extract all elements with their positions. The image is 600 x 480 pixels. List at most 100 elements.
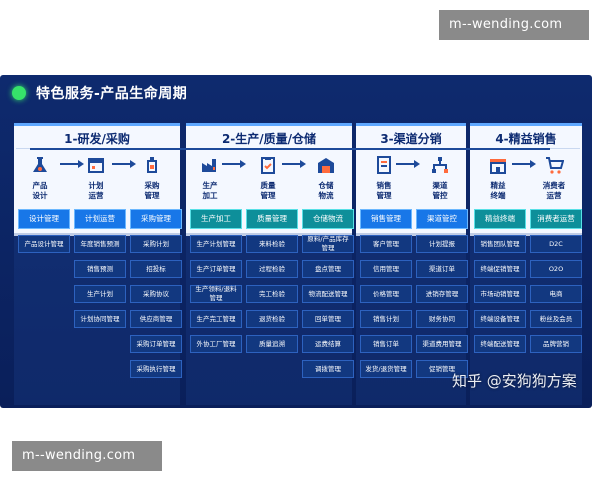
column-item: 销售订单 — [360, 335, 412, 353]
column-item: 终端促销管理 — [474, 260, 526, 278]
zhihu-watermark: 知乎 @安狗狗方案 — [452, 372, 577, 390]
stage-title-3: 3-渠道分销 — [380, 132, 442, 146]
column-plan: 计划运营 年度销售预测 销售预测 生产计划 计划协同管理 — [74, 209, 126, 335]
column-head: 质量管理 — [246, 209, 298, 229]
column-sales: 销售管理 客户管理 信用管理 价格管理 销售计划 销售订单 发货/退货管理 — [360, 209, 412, 385]
step-label: 精益终端 — [490, 181, 506, 200]
warehouse-icon — [318, 158, 334, 173]
status-dot-icon — [12, 86, 26, 100]
column-item: 产品设计管理 — [18, 235, 70, 253]
calendar-icon — [88, 158, 104, 173]
column-item: 销售预测 — [74, 260, 126, 278]
panel-title: 特色服务-产品生命周期 — [36, 86, 188, 102]
column-head: 采购管理 — [130, 209, 182, 229]
column-item: 供应商管理 — [130, 310, 182, 328]
column-item: 电商 — [530, 285, 582, 303]
bottle-icon — [147, 157, 157, 173]
column-design: 设计管理 产品设计管理 — [18, 209, 70, 260]
step-label: 渠道管控 — [432, 181, 448, 200]
column-item: 采购执行管理 — [130, 360, 182, 378]
column-item: 原料/产品库存管理 — [302, 235, 354, 253]
column-channel: 渠道管控 计划提报 渠道订单 进销存管理 财务协同 渠道费用管理 促销管理 — [416, 209, 468, 385]
column-purchase: 采购管理 采购计划 招投标 采购协议 供应商管理 采购订单管理 采购执行管理 — [130, 209, 182, 385]
clipboard-icon — [261, 157, 275, 174]
column-item: 生产领料/退料管理 — [190, 285, 242, 303]
flow-arrow — [60, 160, 84, 168]
flow-arrow — [282, 160, 306, 168]
column-head: 计划运营 — [74, 209, 126, 229]
column-head: 渠道管控 — [416, 209, 468, 229]
step-label: 生产加工 — [202, 181, 218, 200]
step-label: 计划运营 — [88, 181, 104, 200]
column-quality: 质量管理 来料检验 过程检验 完工检验 退货检验 质量追溯 — [246, 209, 298, 360]
column-item: 来料检验 — [246, 235, 298, 253]
step-consumer-ops: 消费者运营 — [532, 155, 576, 201]
flow-arrow — [396, 160, 420, 168]
stage-title-1: 1-研发/采购 — [64, 132, 130, 146]
column-item: D2C — [530, 235, 582, 253]
column-item: 物流配送管理 — [302, 285, 354, 303]
column-item: 质量追溯 — [246, 335, 298, 353]
panel-header: 特色服务-产品生命周期 — [12, 83, 187, 103]
column-head: 设计管理 — [18, 209, 70, 229]
column-item: 销售团队管理 — [474, 235, 526, 253]
column-head: 消费者运营 — [530, 209, 582, 229]
column-item: 采购协议 — [130, 285, 182, 303]
column-item: 发货/退货管理 — [360, 360, 412, 378]
step-purchasing: 采购管理 — [130, 155, 174, 201]
column-item: 生产完工管理 — [190, 310, 242, 328]
column-item: O2O — [530, 260, 582, 278]
watermark-top: m--wending.com — [439, 10, 589, 40]
column-consumer: 消费者运营 D2C O2O 电商 粉丝及会员 品牌营销 — [530, 209, 582, 360]
column-head: 生产加工 — [190, 209, 242, 229]
column-item: 进销存管理 — [416, 285, 468, 303]
flask-icon — [33, 157, 47, 172]
step-label: 仓储物流 — [318, 181, 334, 200]
column-item: 计划协同管理 — [74, 310, 126, 328]
stage-title-2: 2-生产/质量/仓储 — [221, 132, 317, 146]
column-head: 销售管理 — [360, 209, 412, 229]
column-item: 完工检验 — [246, 285, 298, 303]
column-item: 销售计划 — [360, 310, 412, 328]
column-item: 生产计划管理 — [190, 235, 242, 253]
step-quality: 质量管理 — [246, 155, 290, 201]
document-icon — [377, 156, 391, 174]
step-production: 生产加工 — [188, 155, 232, 201]
factory-icon — [202, 159, 216, 172]
column-item: 信用管理 — [360, 260, 412, 278]
column-item: 年度销售预测 — [74, 235, 126, 253]
column-production: 生产加工 生产计划管理 生产订单管理 生产领料/退料管理 生产完工管理 外协工厂… — [190, 209, 242, 360]
column-item: 财务协同 — [416, 310, 468, 328]
column-item: 计划提报 — [416, 235, 468, 253]
column-item: 外协工厂管理 — [190, 335, 242, 353]
column-item: 市场动销管理 — [474, 285, 526, 303]
flow-arrow — [222, 160, 246, 168]
column-item: 招投标 — [130, 260, 182, 278]
column-item: 采购订单管理 — [130, 335, 182, 353]
column-item: 渠道订单 — [416, 260, 468, 278]
step-lean-terminal: 精益终端 — [476, 155, 520, 201]
stage-title-4: 4-精益销售 — [495, 132, 557, 146]
column-item: 价格管理 — [360, 285, 412, 303]
step-label: 采购管理 — [144, 181, 160, 200]
column-head: 精益终端 — [474, 209, 526, 229]
column-item: 促销管理 — [416, 360, 468, 378]
store-icon — [490, 159, 506, 174]
cart-icon — [546, 157, 565, 174]
flow-arrow — [112, 160, 136, 168]
step-channel: 渠道管控 — [418, 155, 462, 201]
flow-line — [30, 148, 550, 150]
column-item: 退货检验 — [246, 310, 298, 328]
column-item: 终端配送管理 — [474, 335, 526, 353]
column-item: 粉丝及会员 — [530, 310, 582, 328]
column-item: 回单管理 — [302, 310, 354, 328]
column-head: 仓储物流 — [302, 209, 354, 229]
column-item: 生产订单管理 — [190, 260, 242, 278]
step-label: 销售管理 — [376, 181, 392, 200]
column-item: 终端设备管理 — [474, 310, 526, 328]
step-label: 质量管理 — [260, 181, 276, 200]
step-label: 消费者运营 — [542, 181, 566, 200]
watermark-bottom: m--wending.com — [12, 441, 162, 471]
column-item: 生产计划 — [74, 285, 126, 303]
column-terminal: 精益终端 销售团队管理 终端促销管理 市场动销管理 终端设备管理 终端配送管理 — [474, 209, 526, 360]
